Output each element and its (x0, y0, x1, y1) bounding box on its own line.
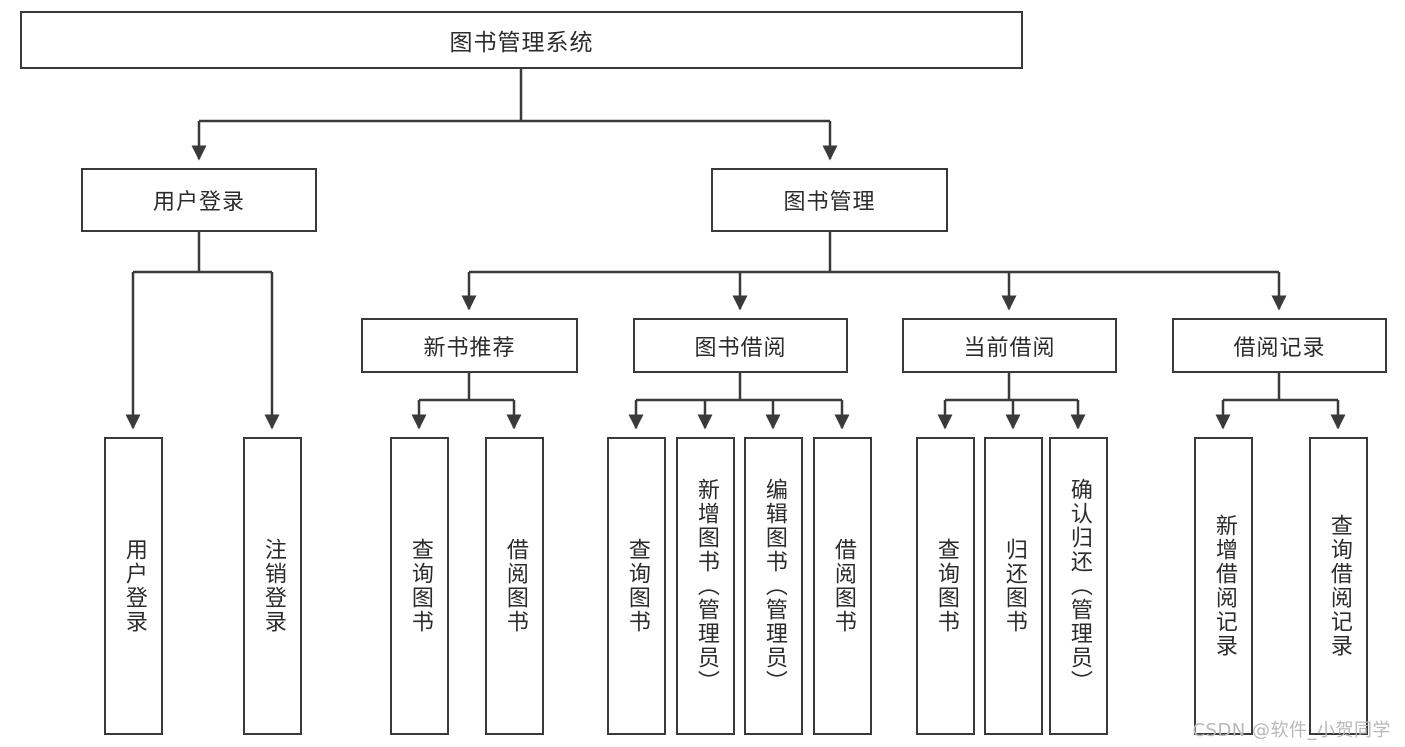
leaf-add-book-admin[interactable]: 新增图书（管理员） (676, 437, 735, 735)
leaf-borrow-books-new[interactable]: 借阅图书 (485, 437, 544, 735)
node-label: 新增借阅记录 (1211, 514, 1237, 658)
node-user-login[interactable]: 用户登录 (81, 168, 317, 232)
node-label: 当前借阅 (963, 335, 1056, 361)
node-book-management[interactable]: 图书管理 (711, 168, 948, 232)
node-label: 注销登录 (260, 538, 286, 634)
leaf-query-books-borrow[interactable]: 查询图书 (607, 437, 666, 735)
node-label: 确认归还（管理员） (1066, 478, 1092, 694)
node-label: 用户登录 (152, 190, 245, 215)
node-label: 图书借阅 (694, 335, 787, 361)
node-label: 图书管理 (783, 190, 876, 215)
leaf-borrow-books[interactable]: 借阅图书 (813, 437, 872, 735)
node-label: 查询图书 (407, 538, 433, 634)
node-label: 新书推荐 (423, 335, 516, 361)
node-label: 用户登录 (121, 538, 147, 634)
leaf-query-books-current[interactable]: 查询图书 (916, 437, 975, 735)
node-current-borrow[interactable]: 当前借阅 (902, 318, 1117, 373)
node-label: 图书管理系统 (449, 30, 594, 56)
node-label: 查询图书 (933, 538, 959, 634)
leaf-add-borrow-record[interactable]: 新增借阅记录 (1194, 437, 1253, 735)
node-label: 新增图书（管理员） (693, 478, 719, 694)
leaf-query-books-new[interactable]: 查询图书 (390, 437, 449, 735)
node-new-book-recommend[interactable]: 新书推荐 (361, 318, 578, 373)
node-label: 编辑图书（管理员） (761, 478, 787, 694)
node-label: 查询借阅记录 (1326, 514, 1352, 658)
leaf-user-login[interactable]: 用户登录 (104, 437, 163, 735)
leaf-query-borrow-record[interactable]: 查询借阅记录 (1309, 437, 1368, 735)
leaf-return-books[interactable]: 归还图书 (984, 437, 1043, 735)
node-book-management-system[interactable]: 图书管理系统 (20, 11, 1023, 69)
node-label: 归还图书 (1001, 538, 1027, 634)
node-label: 借阅图书 (502, 538, 528, 634)
leaf-edit-book-admin[interactable]: 编辑图书（管理员） (744, 437, 803, 735)
node-label: 借阅图书 (830, 538, 856, 634)
leaf-logout[interactable]: 注销登录 (243, 437, 302, 735)
leaf-confirm-return-admin[interactable]: 确认归还（管理员） (1049, 437, 1108, 735)
node-book-borrow[interactable]: 图书借阅 (633, 318, 848, 373)
node-label: 借阅记录 (1233, 335, 1326, 361)
node-borrow-records[interactable]: 借阅记录 (1172, 318, 1387, 373)
node-label: 查询图书 (624, 538, 650, 634)
